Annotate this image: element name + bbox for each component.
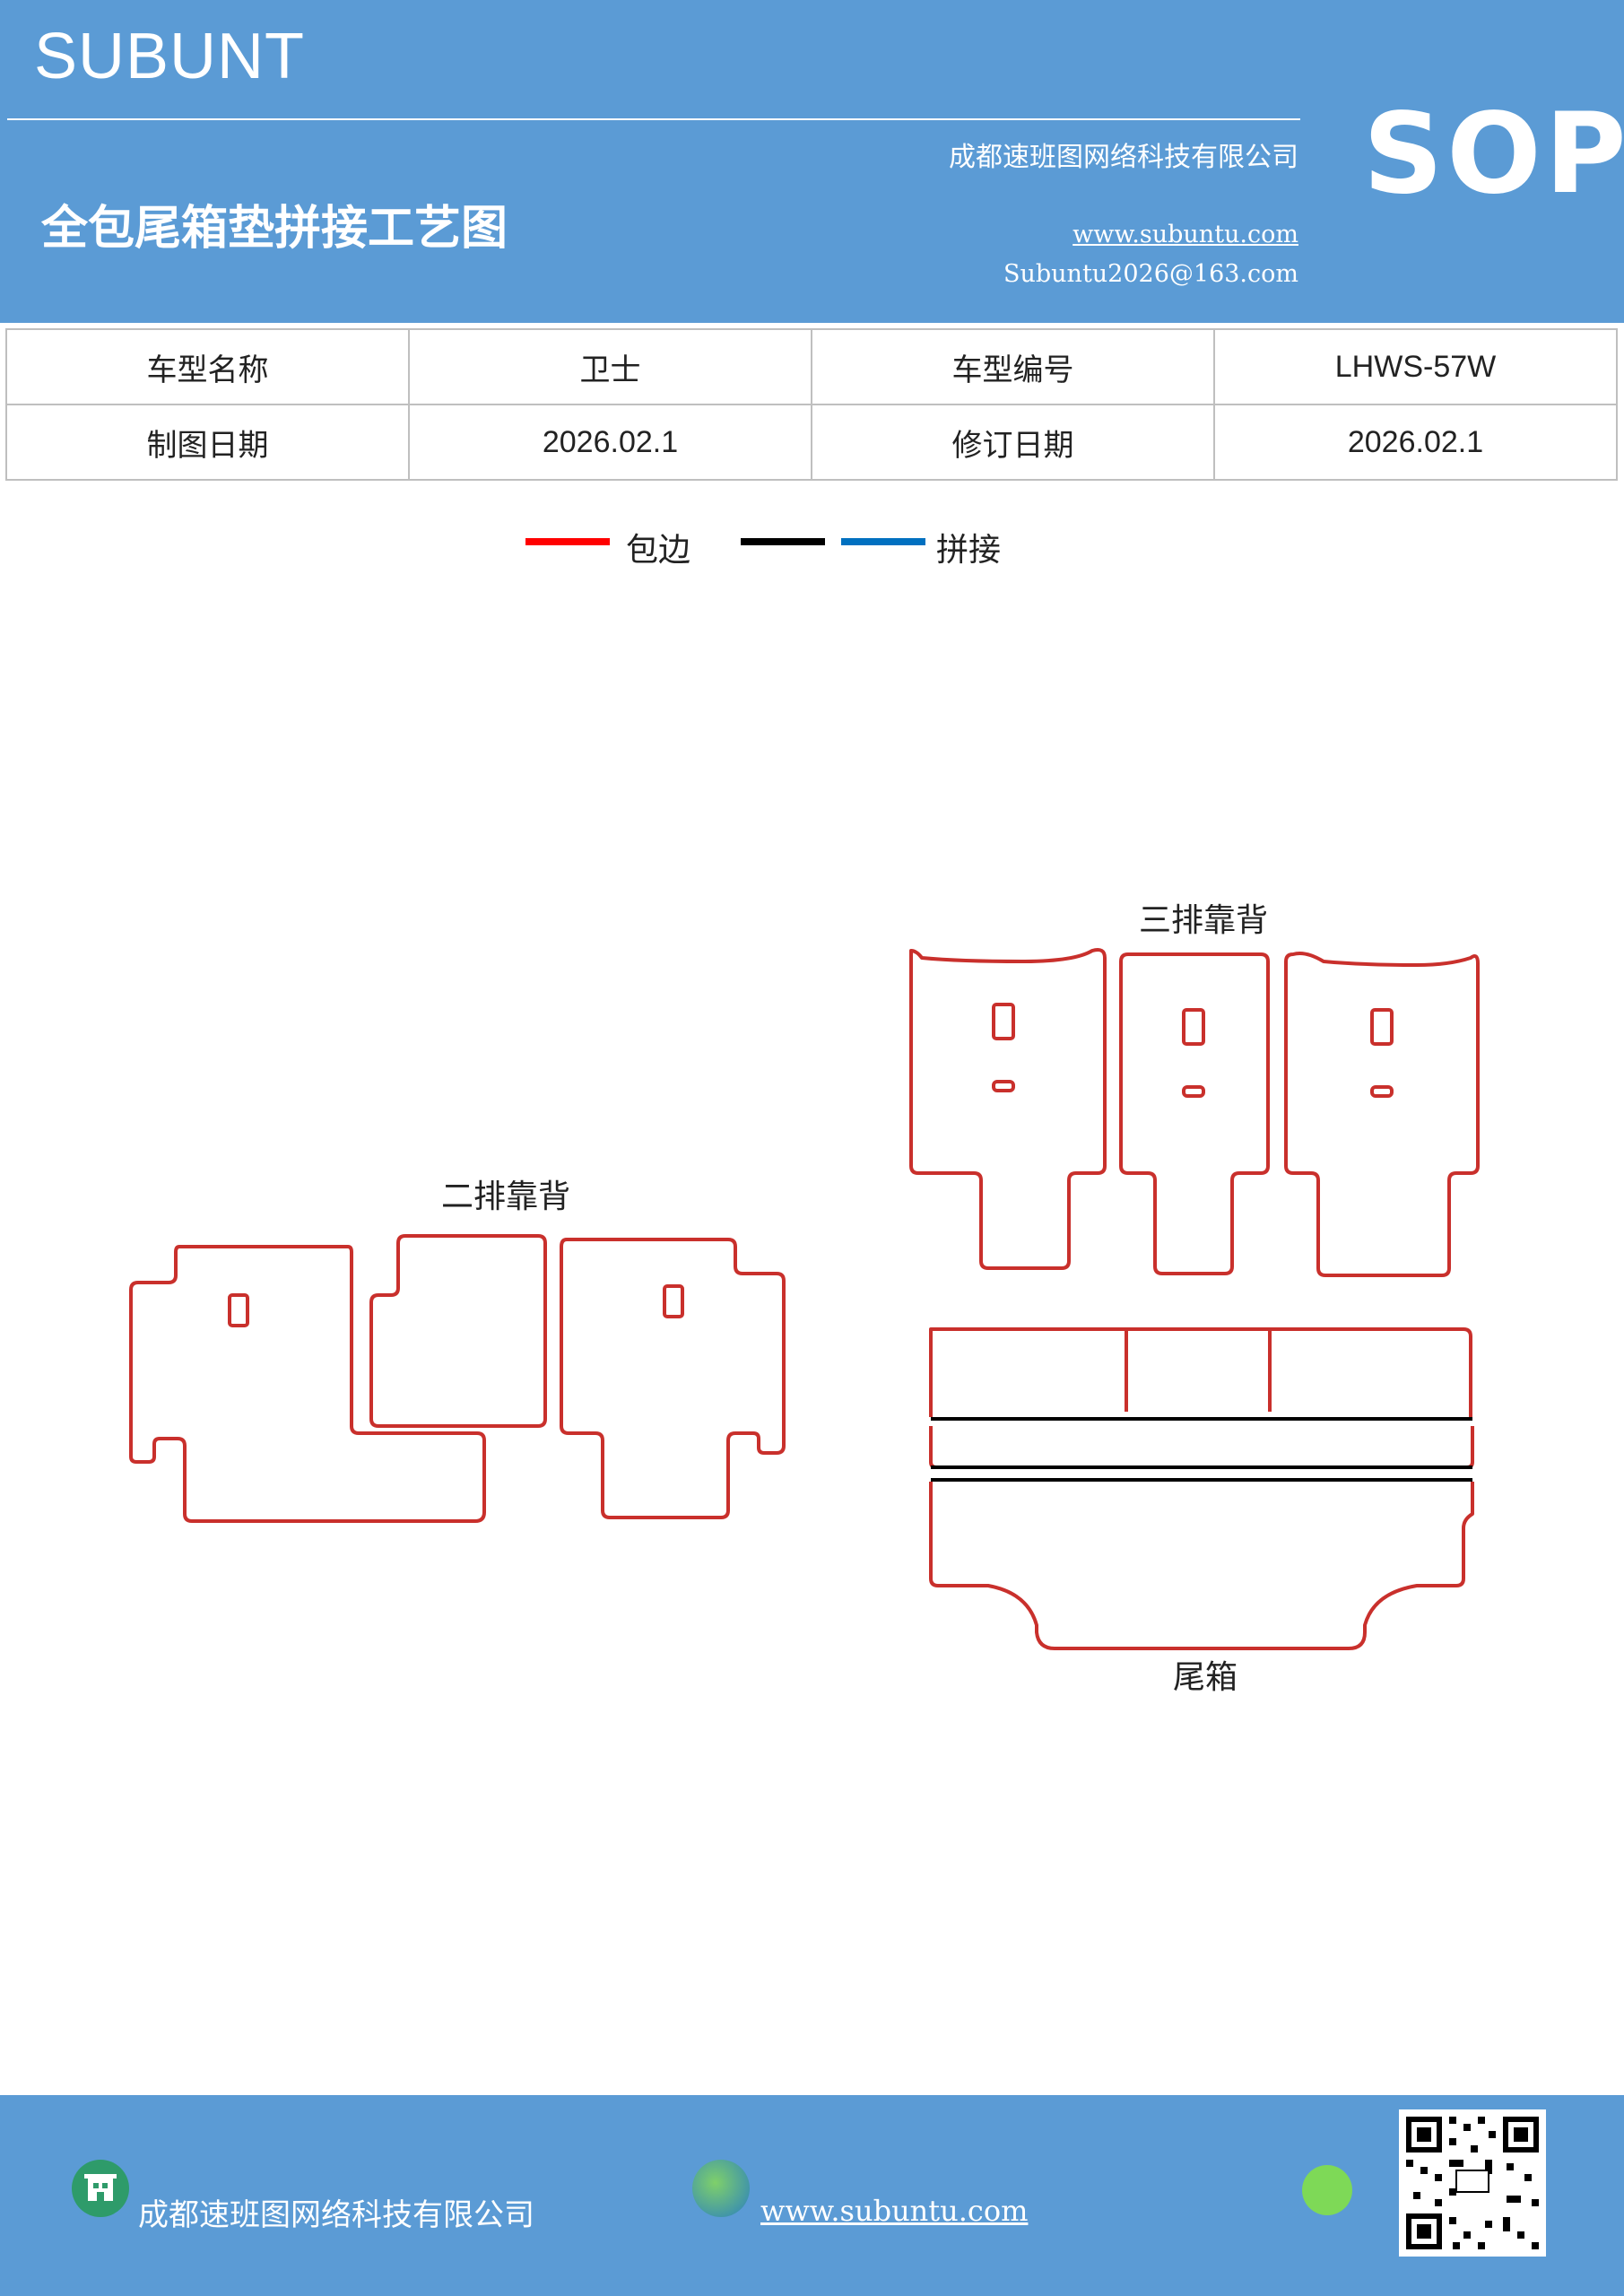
globe-icon	[692, 2160, 750, 2217]
footer-company: 成都速班图网络科技有限公司	[138, 2197, 534, 2233]
company-name: 成都速班图网络科技有限公司	[949, 142, 1298, 173]
legend: 包边 拼接	[0, 520, 1624, 574]
second-row-left-piece	[129, 1245, 486, 1523]
table-cell: 车型名称	[5, 328, 410, 405]
label-second-row: 二排靠背	[441, 1178, 570, 1215]
second-row-left-slot	[228, 1293, 249, 1327]
table-cell: 制图日期	[5, 404, 410, 481]
building-icon	[72, 2160, 129, 2217]
pattern-drawing: 二排靠背 三排靠背 尾箱	[129, 902, 1480, 1696]
second-row-right-piece	[560, 1238, 786, 1519]
third-row-right-hole	[1370, 1085, 1394, 1098]
third-row-middle-slot	[1182, 1008, 1205, 1046]
footer-banner	[0, 2095, 1624, 2296]
legend-label-seam: 拼接	[936, 532, 1002, 569]
legend-label-edge: 包边	[626, 532, 691, 569]
table-row: 车型名称 卫士 车型编号 LHWS-57W	[5, 328, 1618, 405]
qr-code-icon	[1399, 2109, 1546, 2257]
table-cell: LHWS-57W	[1213, 328, 1618, 405]
table-cell: 车型编号	[811, 328, 1215, 405]
table-cell: 卫士	[408, 328, 812, 405]
email-address: Subuntu2026@163.com	[1003, 260, 1298, 288]
third-row-middle-piece	[1119, 952, 1270, 1275]
third-row-left-slot	[992, 1003, 1015, 1040]
legend-swatch-seam	[841, 538, 925, 545]
third-row-right-slot	[1370, 1008, 1394, 1046]
page-title: 全包尾箱垫拼接工艺图	[41, 202, 508, 256]
footer-website-link[interactable]: www.subuntu.com	[760, 2194, 1029, 2228]
vehicle-info-table: 车型名称 卫士 车型编号 LHWS-57W 制图日期 2026.02.1 修订日…	[5, 328, 1618, 481]
wechat-icon	[1302, 2165, 1352, 2215]
table-cell: 修订日期	[811, 404, 1215, 481]
website-link[interactable]: www.subuntu.com	[1073, 221, 1298, 248]
legend-swatch-black	[741, 538, 825, 545]
table-row: 制图日期 2026.02.1 修订日期 2026.02.1	[5, 404, 1618, 481]
sop-badge: SOP	[1363, 90, 1624, 219]
header-divider	[7, 118, 1300, 120]
third-row-left-hole	[992, 1080, 1015, 1092]
trunk-main-piece	[929, 1482, 1474, 1650]
trunk-middle-strip	[929, 1426, 1474, 1469]
third-row-middle-hole	[1182, 1085, 1205, 1098]
third-row-left-piece	[909, 948, 1107, 1270]
trunk-top-strip	[929, 1327, 1472, 1417]
header-banner: SUBUNT 全包尾箱垫拼接工艺图 成都速班图网络科技有限公司 www.subu…	[0, 0, 1624, 323]
second-row-middle-piece	[369, 1234, 547, 1428]
label-third-row: 三排靠背	[1139, 902, 1268, 939]
legend-swatch-edge	[525, 538, 610, 545]
third-row-right-piece	[1284, 952, 1480, 1277]
table-cell: 2026.02.1	[1213, 404, 1618, 481]
brand-name: SUBUNT	[34, 21, 306, 92]
second-row-right-slot	[663, 1284, 684, 1318]
table-cell: 2026.02.1	[408, 404, 812, 481]
label-trunk: 尾箱	[1173, 1659, 1238, 1696]
